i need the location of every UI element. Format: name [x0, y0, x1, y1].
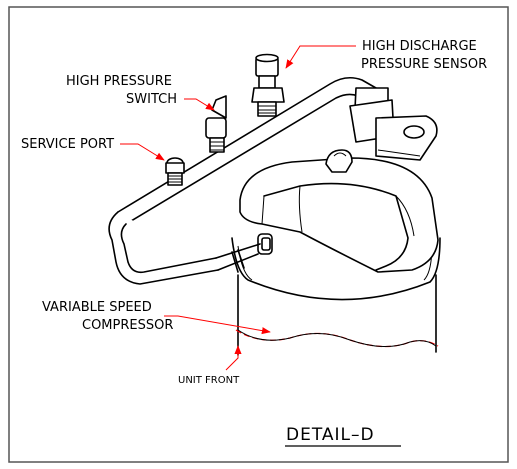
label-detail: DETAIL–D [286, 425, 375, 445]
label-high-discharge-line1: HIGH DISCHARGE [362, 39, 477, 54]
label-variable-speed-line2: COMPRESSOR [82, 318, 173, 333]
high-pressure-switch [205, 95, 227, 153]
leader-unit-front [225, 345, 242, 371]
leader-service-port [120, 143, 165, 161]
leader-lines [120, 45, 356, 371]
leader-high-discharge [285, 45, 356, 69]
label-service-port: SERVICE PORT [21, 137, 114, 152]
label-high-pressure-line2: SWITCH [126, 92, 177, 107]
service-port [165, 157, 185, 186]
cutaway-line [235, 329, 439, 348]
label-variable-speed-line1: VARIABLE SPEED [42, 300, 152, 315]
label-high-discharge-line2: PRESSURE SENSOR [361, 57, 487, 72]
leader-high-pressure [184, 98, 215, 111]
label-unit-front: UNIT FRONT [178, 375, 240, 386]
drawing-frame [8, 6, 509, 463]
compressor [231, 149, 441, 356]
label-high-pressure-line1: HIGH PRESSURE [66, 74, 172, 89]
high-discharge-pressure-sensor [251, 53, 285, 117]
leader-compressor [164, 315, 271, 335]
